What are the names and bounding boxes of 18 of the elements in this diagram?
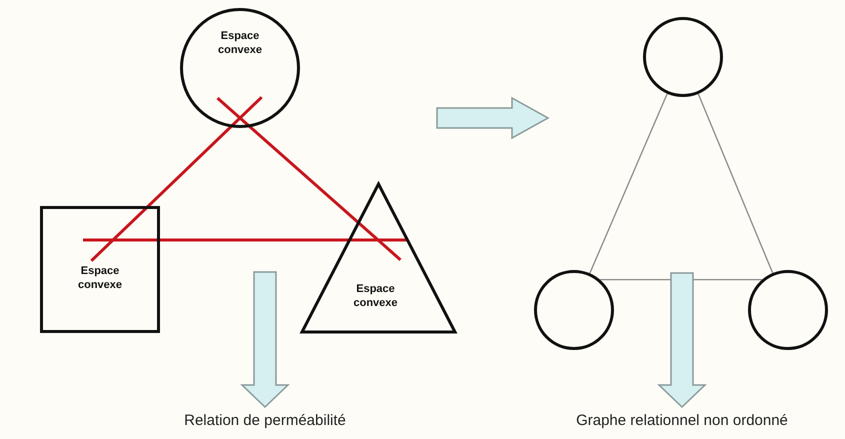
node-label: Espace convexe bbox=[352, 282, 399, 310]
empty-circle-node bbox=[534, 270, 614, 350]
graph-edge bbox=[589, 93, 668, 274]
relation-line bbox=[90, 96, 263, 262]
caption-text: Graphe relationnel non ordonné bbox=[575, 412, 789, 429]
block-arrow bbox=[657, 272, 707, 408]
relation-line bbox=[216, 97, 402, 261]
graph-edge bbox=[698, 94, 774, 274]
relation-line bbox=[83, 238, 408, 242]
circle-node bbox=[180, 8, 300, 128]
triangle-node bbox=[300, 182, 457, 334]
block-arrow bbox=[240, 271, 290, 408]
empty-circle-node bbox=[643, 17, 723, 97]
node-label: Espace convexe bbox=[216, 29, 264, 57]
square-node bbox=[40, 206, 160, 333]
node-label: Espace convexe bbox=[76, 264, 124, 292]
caption-text: Relation de perméabilité bbox=[183, 412, 347, 429]
empty-circle-node bbox=[748, 270, 828, 350]
